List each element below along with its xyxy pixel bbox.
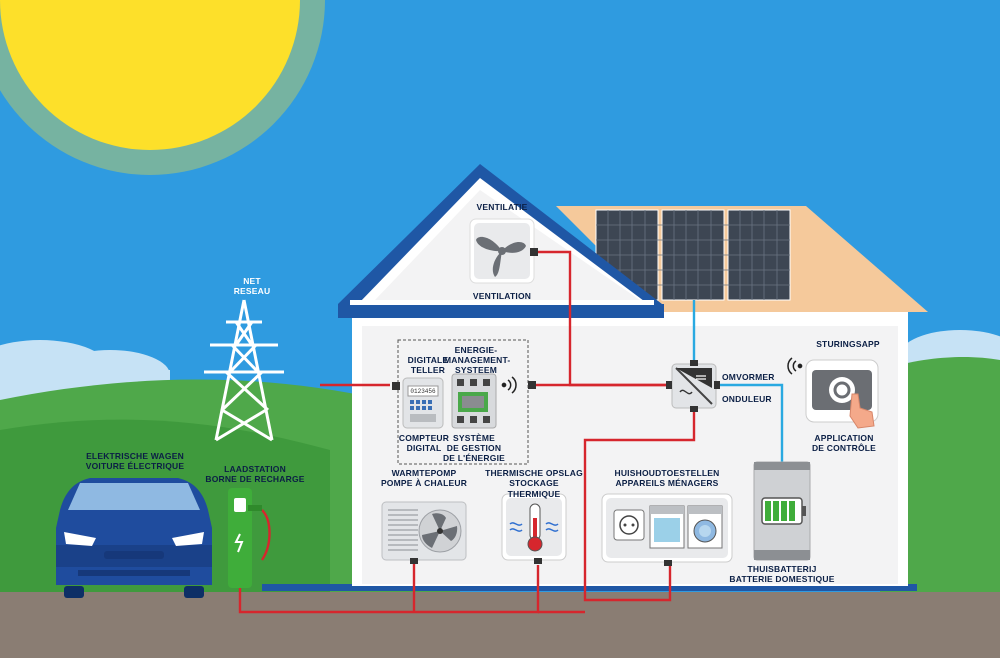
ems-label-nl-2: MANAGEMENT- [444,355,511,365]
sun-icon [0,0,325,175]
fan-icon [469,218,538,284]
ems-label-fr-3: DE L'ÉNERGIE [442,453,506,463]
meter-ems-group [397,339,529,465]
ems-label-nl-1: ENERGIE- [454,345,498,355]
inverter-icon [666,360,720,412]
ventilation-label-nl: VENTILATIE [476,202,528,212]
thermal-label-fr: STOCKAGE THERMIQUE [507,478,561,499]
floor-line [262,584,917,591]
car-icon [56,478,212,598]
charger-label-fr: BORNE DE RECHARGE [205,474,305,484]
heatpump-label-nl: WARMTEPOMP [391,468,457,478]
car-label-fr: VOITURE ÉLECTRIQUE [85,461,185,471]
wifi-icon [501,376,517,394]
ems-label-nl-3: SYSTEEM [454,365,498,375]
ground [0,592,1000,658]
meter-label-nl-2: TELLER [410,365,446,375]
inverter-label-fr: ONDULEUR [722,394,772,404]
solar-panel-icon [595,209,791,301]
socket-icon [613,509,645,541]
app-label-fr-2: DE CONTRÔLE [811,443,877,453]
hand-icon [849,393,875,429]
ems-label-fr-2: DE GESTION [446,443,502,453]
roof-ledge-white [350,300,654,305]
inverter-label-nl: OMVORMER [722,372,775,382]
roof-ledge [338,304,664,318]
ems-icon [451,373,497,429]
app-label-nl: STURINGSAPP [816,339,880,349]
washing-machine-icon [687,505,723,549]
appliances-label-fr: APPAREILS MÉNAGERS [615,478,719,488]
grid-label-nl: NET [243,276,261,286]
thermal-label-nl: THERMISCHE OPSLAG [485,468,583,478]
ems-label-fr-1: SYSTÈME [452,433,496,443]
app-label-fr-1: APPLICATION [814,433,874,443]
cables-ac [238,250,696,614]
cables-dc [692,300,784,462]
charger-label-nl: LAADSTATION [224,464,286,474]
meter-label-fr-2: DIGITAL [406,443,442,453]
grid-label-fr: RESEAU [233,286,271,296]
meter-icon [392,377,444,429]
thermometer-icon [501,493,567,564]
ems-connector [528,381,536,389]
meter-display: 0123456 [410,388,436,395]
app-wifi-icon [787,357,803,375]
battery-label-nl: THUISBATTERIJ [747,564,817,574]
meter-label-nl-1: DIGITALE [407,355,449,365]
dishwasher-icon [649,505,685,549]
pylon-icon [204,299,284,442]
battery-icon [753,461,811,561]
appliances-connector [664,560,672,566]
heatpump-label-fr: POMPE À CHALEUR [380,478,468,488]
ventilation-label-fr: VENTILATION [472,291,532,301]
car-label-nl: ELEKTRISCHE WAGEN [86,451,184,461]
heatpump-icon [381,501,467,564]
battery-label-fr: BATTERIE DOMESTIQUE [729,574,835,584]
charger-icon [228,488,262,588]
appliances-label-nl: HUISHOUDTOESTELLEN [614,468,720,478]
meter-label-fr-1: COMPTEUR [398,433,450,443]
